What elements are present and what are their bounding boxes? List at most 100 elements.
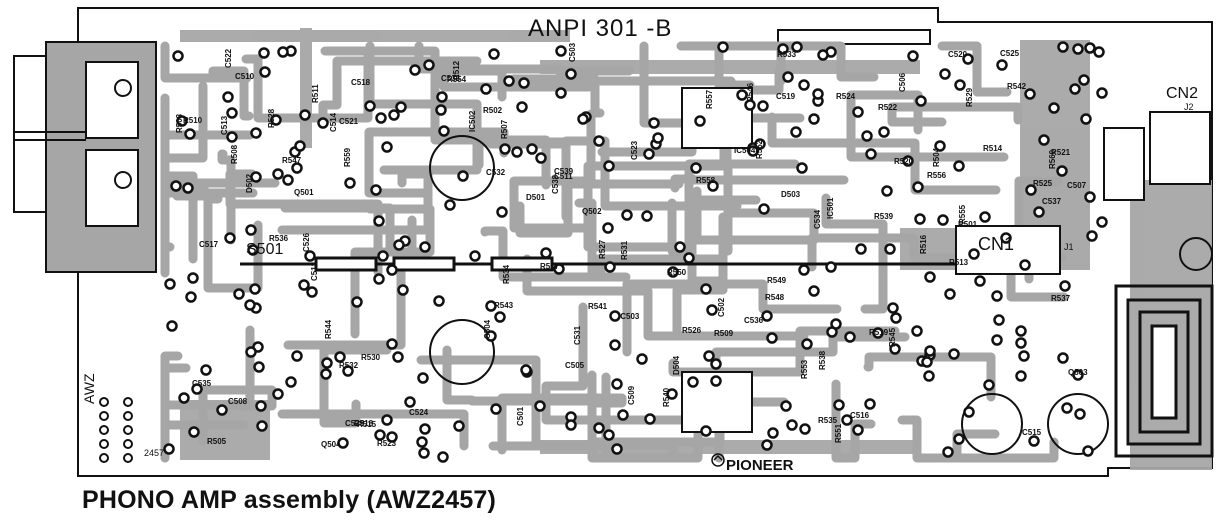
- pad: [435, 104, 447, 116]
- pad: [962, 53, 974, 65]
- pad: [808, 285, 820, 297]
- pad: [1096, 87, 1108, 99]
- pad: [294, 140, 306, 152]
- pad: [1028, 435, 1040, 447]
- pad: [1086, 230, 1098, 242]
- capacitor-label: C508: [228, 397, 248, 406]
- capacitor-label: C511: [554, 172, 573, 181]
- capacitor-label: C538: [551, 174, 560, 194]
- pad: [381, 414, 393, 426]
- pad: [872, 327, 884, 339]
- pad: [226, 131, 238, 143]
- capacitor-label: C522: [224, 48, 233, 68]
- brand-label: PIONEER: [726, 457, 794, 474]
- pad: [915, 95, 927, 107]
- pad: [419, 423, 431, 435]
- pad: [496, 206, 508, 218]
- pad: [924, 345, 936, 357]
- pad: [377, 250, 389, 262]
- pad: [604, 261, 616, 273]
- resistor-label: R541: [588, 302, 608, 311]
- pad: [674, 241, 686, 253]
- pad: [184, 128, 196, 140]
- resistor-label: R534: [502, 264, 511, 284]
- pad: [841, 414, 853, 426]
- diode-label: D502: [245, 173, 254, 193]
- pad: [611, 443, 623, 455]
- capacitor-label: C501: [516, 406, 525, 426]
- pad: [277, 46, 289, 58]
- pad: [1084, 42, 1096, 54]
- pad: [516, 101, 528, 113]
- pad: [191, 383, 203, 395]
- pad: [344, 177, 356, 189]
- capacitor-label: C529: [345, 419, 365, 428]
- capacitor-label: C515: [1022, 428, 1042, 437]
- pad: [667, 266, 679, 278]
- capacitor-label: C536: [744, 316, 764, 325]
- pad: [370, 184, 382, 196]
- pad: [163, 443, 175, 455]
- resistor-label: R532: [339, 361, 359, 370]
- pad: [291, 162, 303, 174]
- pad: [518, 77, 530, 89]
- trace: [574, 198, 606, 281]
- pad: [609, 310, 621, 322]
- pad: [942, 446, 954, 458]
- pad: [636, 353, 648, 365]
- pad: [707, 180, 719, 192]
- pad: [825, 261, 837, 273]
- pad: [761, 439, 773, 451]
- pad: [375, 112, 387, 124]
- pad: [188, 426, 200, 438]
- pioneer-logo-icon: [711, 453, 725, 467]
- pad: [306, 286, 318, 298]
- pad: [1061, 402, 1073, 414]
- resistor-label: R537: [1051, 294, 1071, 303]
- pad: [270, 114, 282, 126]
- pad: [99, 439, 109, 449]
- pad: [187, 272, 199, 284]
- board-id-label: ANPI 301 -B: [528, 15, 672, 42]
- trace: [509, 109, 596, 233]
- pad: [754, 138, 766, 150]
- solder-pads: [99, 41, 1108, 463]
- pad: [469, 250, 481, 262]
- trace: [952, 429, 1059, 463]
- trace: [318, 56, 482, 119]
- capacitor-label: C526: [302, 232, 311, 252]
- trace: [203, 194, 263, 293]
- pad: [983, 379, 995, 391]
- resistor-label: R546: [746, 82, 755, 102]
- capacitor-label: C504: [483, 319, 492, 339]
- electrolytic-caps: [429, 135, 1213, 455]
- pad: [282, 174, 294, 186]
- pad: [791, 41, 803, 53]
- pad: [520, 364, 532, 376]
- resistor-label: R542: [1007, 82, 1027, 91]
- pad: [1072, 369, 1084, 381]
- pad: [381, 141, 393, 153]
- trace: [831, 379, 876, 463]
- resistor-label: R559: [343, 147, 352, 167]
- pad: [494, 311, 506, 323]
- pad: [1056, 165, 1068, 177]
- s501-label: S501: [246, 241, 283, 258]
- resistor-label: R550: [667, 268, 687, 277]
- j2-label: J2: [1184, 102, 1194, 112]
- capacitor-label: C539: [554, 167, 574, 176]
- diode-label: D501: [526, 193, 546, 202]
- resistor-label: R536: [269, 234, 289, 243]
- pad: [687, 376, 699, 388]
- pad: [621, 209, 633, 221]
- capacitor-label: C535: [192, 379, 212, 388]
- pad: [299, 109, 311, 121]
- pad: [433, 295, 445, 307]
- pad: [320, 368, 332, 380]
- transistor-label: Q502: [582, 207, 602, 216]
- trace: [670, 174, 849, 193]
- trace: [593, 254, 728, 338]
- resistor-label: R514: [983, 144, 1003, 153]
- pad: [602, 222, 614, 234]
- pad: [1084, 191, 1096, 203]
